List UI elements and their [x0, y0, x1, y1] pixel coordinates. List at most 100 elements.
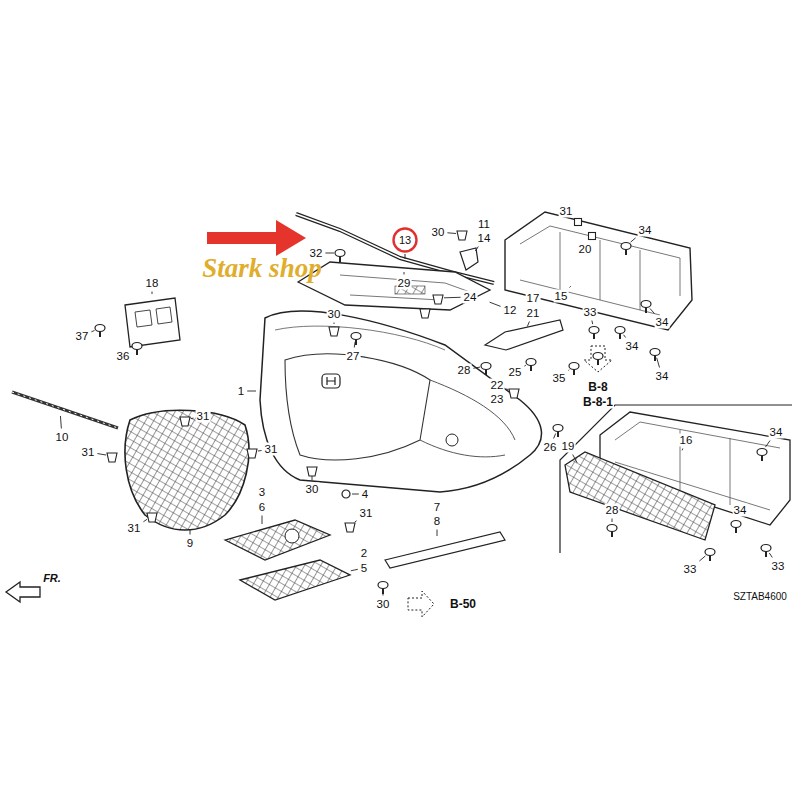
callout-number: 33	[683, 563, 698, 576]
callout-number: 1	[237, 385, 245, 398]
fastener-icon	[481, 363, 491, 376]
fastener-icon	[641, 301, 651, 314]
callout-number: 37	[75, 330, 90, 343]
fastener-icon	[420, 309, 430, 318]
reference-arrow	[584, 346, 612, 372]
callout-number: 30	[376, 598, 391, 611]
fastener-icon	[650, 349, 660, 362]
leader-line	[351, 569, 358, 570]
side-bracket	[485, 320, 563, 350]
callout-number: 2	[360, 547, 368, 560]
callout-number: 13	[392, 227, 418, 253]
callout-number: 15	[554, 290, 569, 303]
leader-line	[475, 247, 478, 252]
callout-number: 30	[431, 226, 446, 239]
callout-number: B-8	[587, 381, 608, 394]
callout-number: 8	[433, 515, 441, 528]
fastener-icon	[433, 295, 443, 304]
bracket	[460, 248, 478, 270]
callout-number: 7	[433, 501, 441, 514]
lower-grille	[565, 452, 715, 540]
fastener-icon	[132, 343, 142, 356]
fastener-icon	[107, 453, 117, 462]
leader-line	[554, 434, 556, 439]
callout-number: 24	[463, 291, 478, 304]
front-arrow	[6, 582, 40, 602]
leader-line	[247, 391, 256, 392]
callout-number: 3	[258, 486, 266, 499]
leader-line	[354, 342, 356, 348]
leader-line	[190, 530, 191, 535]
callout-number: 34	[625, 340, 640, 353]
leader-line	[765, 441, 770, 448]
watermark: Stark shop	[201, 253, 322, 283]
leader-line	[191, 418, 194, 420]
fastener-icon	[589, 327, 599, 340]
leader-line	[91, 330, 94, 331]
fastener-icon	[329, 327, 339, 336]
leader-line	[769, 553, 772, 558]
fastener-icon	[553, 425, 563, 438]
callout-circle: 13	[392, 227, 418, 253]
callout-number: 36	[116, 350, 131, 363]
leader-line	[404, 272, 405, 275]
leader-line	[657, 358, 660, 368]
fastener-icon	[247, 449, 257, 458]
leader-line	[527, 322, 529, 327]
callout-number: 11	[477, 218, 491, 231]
callout-number: 34	[638, 224, 653, 237]
callout-number: 28	[605, 504, 620, 517]
leader-line	[506, 388, 508, 390]
leader-line	[570, 286, 571, 287]
fastener-icon	[526, 359, 536, 372]
leader-line	[262, 516, 263, 525]
fastener-icon	[335, 250, 345, 263]
fastener-icon	[569, 363, 579, 376]
leader-line	[152, 292, 153, 295]
callout-number: 6	[258, 501, 266, 514]
fastener-icon	[615, 327, 625, 340]
callout-number: 12	[503, 304, 518, 317]
leader-line	[568, 369, 570, 371]
callout-number: 9	[186, 537, 194, 550]
callout-number: 31	[127, 522, 142, 535]
callout-number: B-50	[449, 598, 477, 611]
callout-number: 28	[457, 364, 472, 377]
grille-molding	[12, 392, 118, 428]
leader-line	[352, 494, 359, 495]
callout-number: 29	[397, 277, 412, 290]
callout-number: 25	[508, 366, 523, 379]
callout-number: 18	[145, 277, 160, 290]
leader-line	[490, 302, 501, 306]
leader-line	[437, 530, 438, 537]
callout-number: 30	[327, 308, 342, 321]
leader-line	[312, 476, 313, 481]
leader-line	[524, 365, 526, 367]
fog-cover	[240, 560, 350, 600]
callout-number: 31	[559, 205, 574, 218]
callout-number: 33	[583, 306, 598, 319]
leader-line	[591, 321, 593, 325]
fastener-icon	[575, 219, 582, 226]
callout-number: 14	[477, 232, 492, 245]
front-grille	[125, 410, 249, 530]
bumper-cover	[260, 311, 541, 492]
fastener-icon	[589, 233, 596, 240]
callout-number: 10	[55, 431, 70, 444]
callout-number: 34	[769, 426, 784, 439]
leader-line	[355, 521, 357, 523]
leader-line	[650, 308, 654, 313]
callout-number: 34	[733, 504, 748, 517]
fastener-icon	[757, 449, 767, 462]
fastener-icon	[761, 545, 771, 558]
license-bracket	[125, 298, 180, 347]
leader-line	[444, 297, 461, 299]
callout-number: 31	[196, 410, 211, 423]
leader-line	[143, 519, 147, 521]
callout-number: 27	[346, 350, 361, 363]
fastener-icon	[705, 549, 715, 562]
leader-line	[573, 455, 577, 463]
fastener-icon	[731, 521, 741, 534]
